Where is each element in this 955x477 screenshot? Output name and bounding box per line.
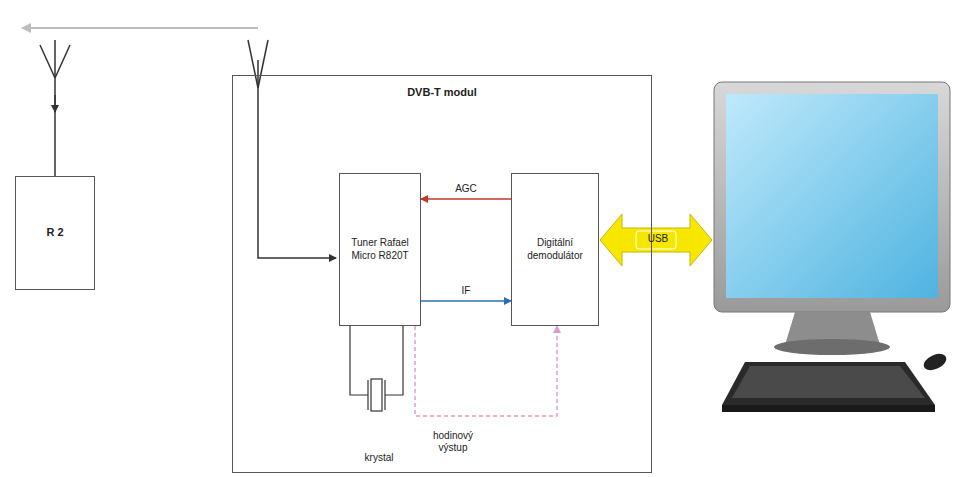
signal-connector — [421, 198, 511, 199]
module-title: DVB-T modul — [233, 86, 651, 100]
box-label: R 2 — [46, 226, 63, 240]
signal-connector — [421, 300, 511, 301]
bus-label: USB — [636, 233, 680, 245]
signal-label: hodinový výstup — [420, 430, 486, 454]
transmitter-box: R 2 — [15, 176, 95, 290]
usb-arrow — [600, 214, 712, 266]
signal-name: IF — [460, 285, 473, 297]
computer-illustration — [714, 82, 950, 412]
direction-arrow — [22, 27, 258, 29]
crystal-symbol — [350, 325, 403, 411]
demodulator-box: Digitální demodulátor — [511, 173, 599, 326]
signal-name: AGC — [453, 183, 479, 195]
signal-connector — [415, 326, 557, 416]
tuner-box: Tuner Rafael Micro R820T — [339, 173, 421, 326]
antenna-module — [248, 40, 336, 258]
box-label: Digitální demodulátor — [518, 237, 592, 262]
box-label: Tuner Rafael Micro R820T — [346, 237, 414, 262]
part-label: krystal — [350, 452, 408, 464]
module-box: DVB-T modulTuner Rafael Micro R820T Digit… — [232, 75, 652, 473]
antenna-r2 — [40, 40, 70, 176]
